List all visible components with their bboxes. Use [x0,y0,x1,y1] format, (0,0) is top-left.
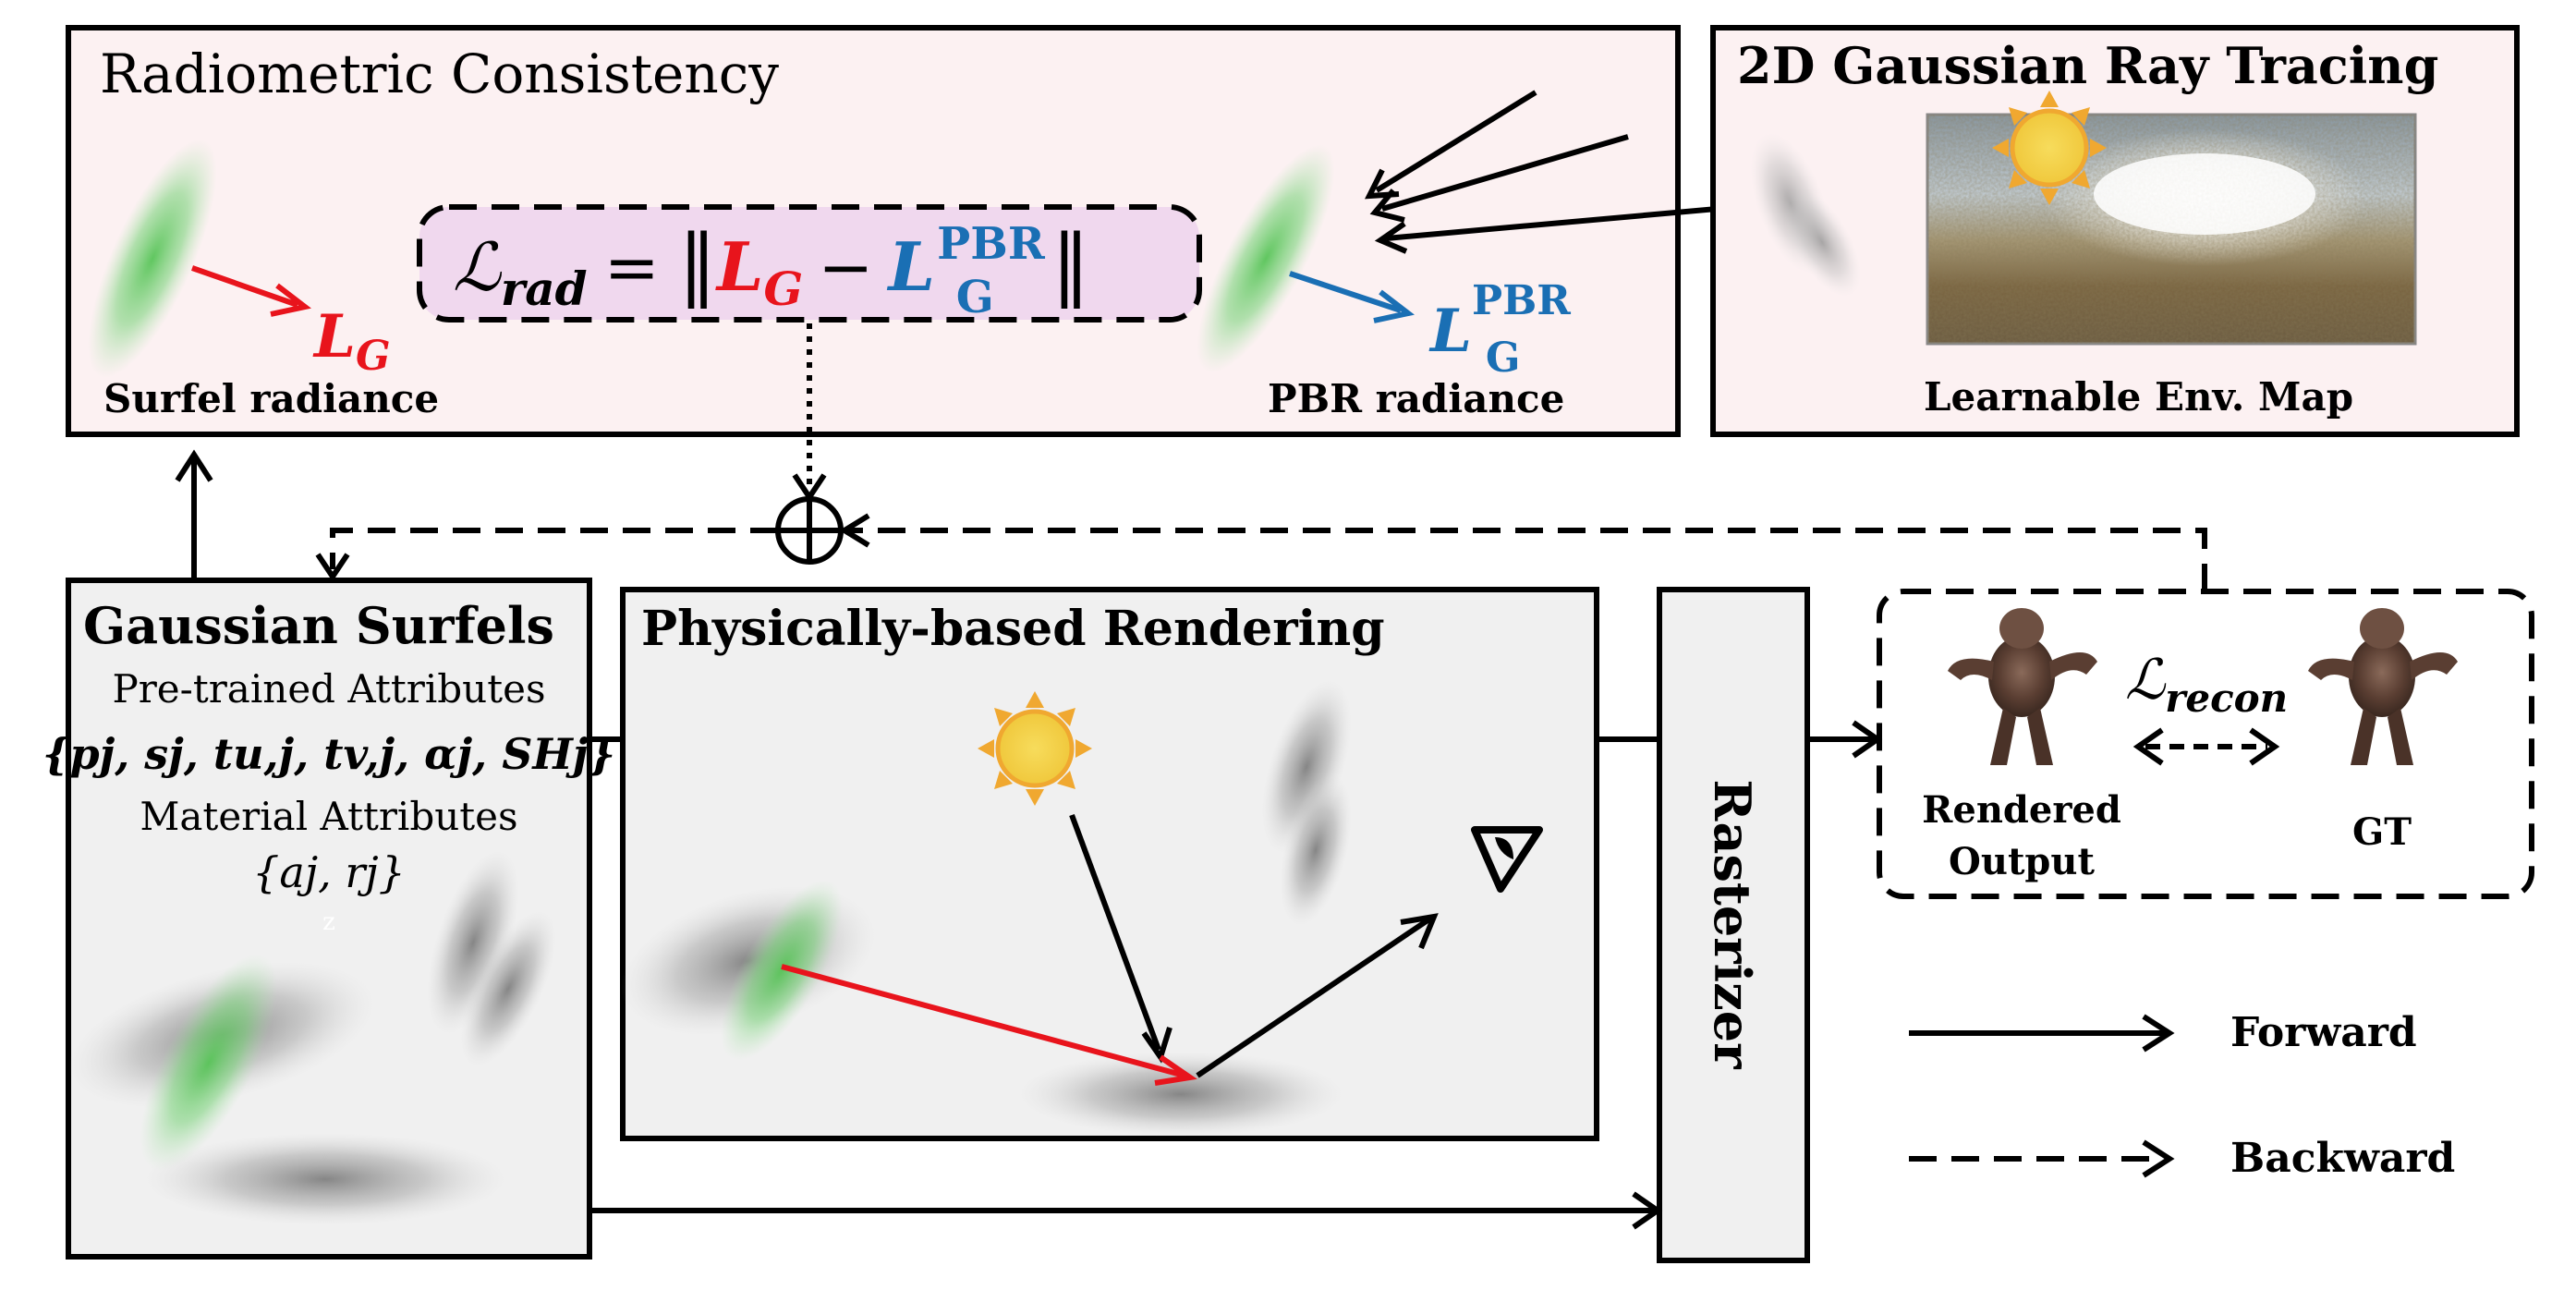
legend-forward: Forward [1909,1009,2417,1056]
surfel-to-surface-arrow [781,964,1185,1078]
surfel-radiance-label: Surfel radiance [103,376,439,421]
recon-loss-panel: Rendered Output ℒrecon GT [1877,589,2534,899]
surfels-to-rasterizer-arrow [589,1191,1663,1230]
env-map-label: Learnable Env. Map [1924,374,2353,420]
pbr-title: Physically-based Rendering [641,601,1385,657]
gaussian-surfels-panel: Gaussian Surfels Pre-trained Attributes … [43,578,615,1260]
surfel-blob-left [88,139,217,379]
incoming-ray-1 [1375,90,1537,193]
rendered-output-label-2: Output [1949,840,2095,883]
sum-icon [775,496,844,565]
legend-backward-label: Backward [2230,1135,2455,1182]
radiometric-consistency-panel: Radiometric Consistency LG Surfel radian… [66,25,2028,437]
pretrained-label: Pre-trained Attributes [112,666,545,712]
recon-to-sum-backward-arrow [839,513,2207,591]
legend: Forward Backward [1909,1009,2455,1182]
lg-arrow-label: LG [312,302,391,380]
sum-to-surfels-backward-arrow [315,528,778,582]
legend-forward-label: Forward [2230,1009,2417,1056]
gt-label: GT [2352,810,2412,854]
radiometric-title: Radiometric Consistency [100,43,779,105]
rendered-output-label-1: Rendered [1922,788,2121,832]
incident-light-arrow [1069,813,1161,1052]
lg-arrow [191,265,298,308]
material-label: Material Attributes [140,794,517,839]
ray-tracing-title: 2D Gaussian Ray Tracing [1737,36,2438,95]
surfel-blob-right [1197,144,1335,373]
gt-image [2308,608,2458,765]
surfels-to-radiometric-arrow [175,449,213,580]
material-formula: {aj, rj} [252,847,406,897]
rasterizer-block: Rasterizer [1657,587,1810,1263]
outgoing-light-arrow [1196,916,1432,1078]
rad-loss-box [417,204,1202,322]
stray-z-mark: z [322,908,335,936]
sun-icon-envmap [1992,91,2107,205]
recon-loss-symbol: ℒrecon [2125,648,2288,721]
lpbr-arrow [1289,271,1402,313]
incoming-ray-2 [1381,134,1629,212]
sun-icon-pbr [978,691,1092,806]
rasterizer-to-recon-arrow [1807,720,1883,759]
rasterizer-label: Rasterizer [1703,779,1762,1069]
pbr-radiance-label: PBR radiance [1268,376,1564,421]
eye-icon [1471,826,1543,893]
legend-backward: Backward [1909,1135,2455,1182]
surfels-title: Gaussian Surfels [83,596,554,655]
pretrained-formula: {pj, sj, tu,j, tv,j, αj, SHj} [43,729,615,779]
rendered-output-image [1948,608,2097,765]
ray-tracing-panel: 2D Gaussian Ray Tracing Learnable Env. M… [1710,25,2520,437]
pbr-rendering-panel: Physically-based Rendering [620,587,1599,1141]
